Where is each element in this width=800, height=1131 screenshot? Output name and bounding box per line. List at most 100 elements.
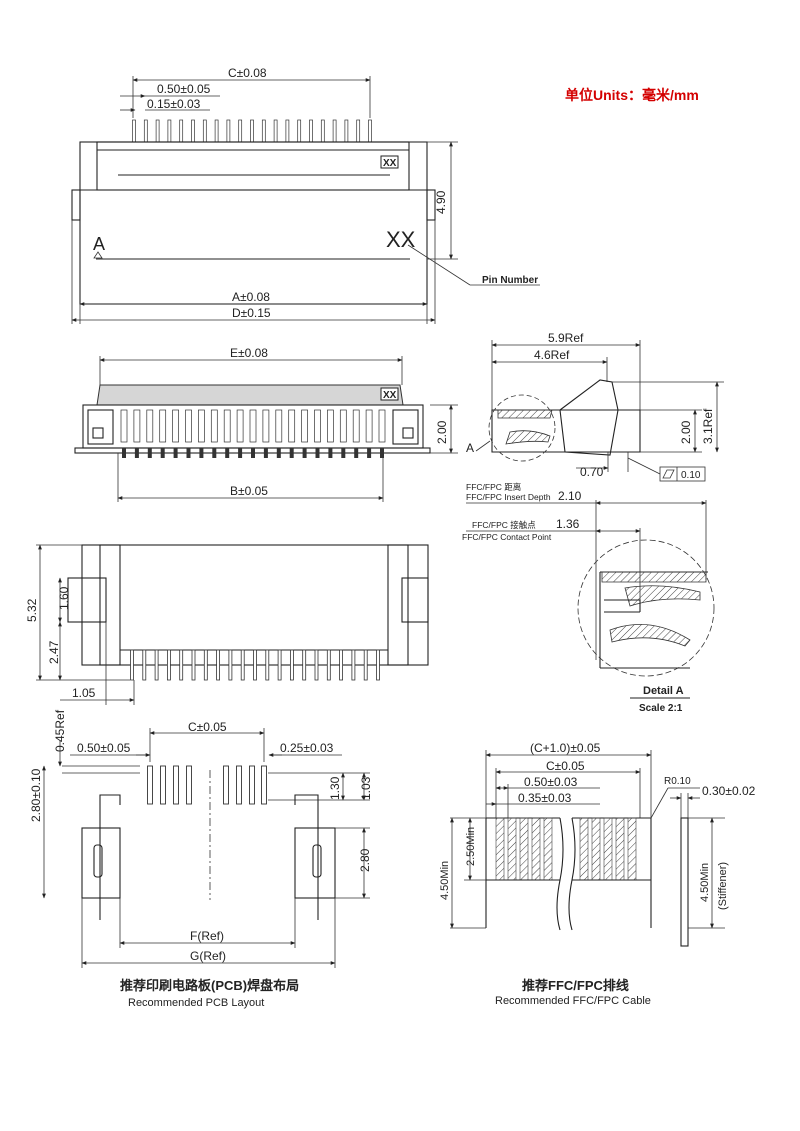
pcb-title-en: Recommended PCB Layout	[128, 997, 264, 1009]
dim-height-label: 4.90	[434, 190, 448, 214]
pcb-pad	[173, 765, 179, 805]
pin	[155, 119, 160, 143]
contact-value: 1.36	[556, 517, 580, 531]
bottom-view: 5.32 1.60 2.47 1.05	[25, 544, 429, 705]
pin	[309, 119, 313, 143]
pcb-slot-left	[93, 844, 103, 878]
solder-tail	[253, 649, 257, 681]
solder-tail	[191, 649, 196, 681]
contact-foot	[367, 448, 372, 458]
front-pins	[120, 409, 386, 458]
dim-1-05-label: 1.05	[72, 686, 96, 700]
solder-tail	[166, 649, 171, 681]
bottom-side-right	[387, 544, 409, 666]
pin	[179, 119, 184, 143]
latch-right-front	[392, 409, 419, 445]
ffc-conductor	[531, 817, 541, 881]
pin-number-label: Pin Number	[482, 275, 538, 286]
flatness-box	[659, 466, 706, 482]
pcb-pads	[147, 765, 267, 805]
flatness-value: 0.10	[681, 470, 701, 481]
dim-3-1-label: 3.1Ref	[701, 408, 715, 444]
contact-slot	[146, 409, 154, 443]
dim-pcb-280-010-label: 2.80±0.10	[29, 768, 43, 822]
contact-foot	[134, 448, 139, 458]
ffc-title-cn: 推荐FFC/FPC排线	[522, 978, 629, 993]
bottom-latch-right	[401, 577, 429, 623]
contact-slot	[314, 409, 321, 443]
pin	[356, 119, 361, 143]
solder-tail	[154, 649, 159, 681]
pin	[344, 119, 349, 143]
pcb-title-cn: 推荐印刷电路板(PCB)焊盘布局	[120, 978, 299, 993]
solder-tail	[216, 649, 221, 681]
contact-foot	[251, 448, 255, 458]
marker-a-top: A	[93, 234, 105, 254]
detail-ffc	[604, 599, 641, 613]
detail-lower-contact	[609, 624, 691, 647]
contact-slot	[352, 409, 360, 443]
contact-slot	[301, 409, 308, 443]
dim-pcb-103-label: 1.03	[359, 776, 373, 800]
pcb-outline-top	[99, 794, 319, 805]
pcb-pad-left	[81, 827, 121, 899]
marker-xx-front: XX	[383, 390, 397, 401]
latch-right	[426, 189, 436, 221]
contact-foot	[354, 448, 359, 458]
ffc-conductor	[543, 817, 553, 881]
solder-tail	[228, 649, 233, 681]
pin1-triangle	[93, 251, 103, 259]
solder-tail	[326, 649, 331, 681]
units-label: 单位Units：毫米/mm	[565, 87, 699, 103]
ffc-conductor	[591, 817, 601, 881]
contact-foot	[225, 448, 230, 458]
contact-foot	[328, 448, 333, 458]
bottom-latch-left	[67, 577, 107, 623]
marker-xx-top: XX	[386, 227, 416, 252]
leader-line	[407, 244, 471, 286]
contact-slot	[365, 409, 373, 443]
detail-hatch-top	[601, 571, 707, 583]
dim-ffc-c-plus-label: (C+1.0)±0.05	[530, 741, 601, 755]
flatness-icon	[662, 469, 675, 479]
pcb-pad	[160, 765, 166, 805]
dim-ffc-250-label: 2.50Min	[465, 827, 477, 866]
top-view: C±0.08 0.50±0.05 0.15±0.03 A XX XX Pin N…	[71, 66, 540, 324]
dim-pcb-pitch-label: 0.50±0.05	[77, 741, 131, 755]
bottom-side-left	[99, 544, 121, 666]
marker-xx-box: XX	[383, 158, 397, 169]
contact-slot	[210, 409, 218, 443]
dim-b-label: B±0.05	[230, 484, 268, 498]
contact-foot	[302, 448, 307, 458]
contact-slot	[339, 409, 347, 443]
pin	[285, 119, 290, 143]
dim-ffc-pitch-label: 0.50±0.03	[524, 775, 578, 789]
solder-tail	[130, 649, 134, 681]
contact-slot	[275, 409, 283, 443]
contact-foot	[341, 448, 346, 458]
ffc-conductor	[519, 817, 529, 881]
contact-foot	[160, 448, 165, 458]
detail-circle	[577, 539, 715, 677]
dim-pcb-g-label: G(Ref)	[190, 949, 226, 963]
leader-line	[475, 440, 491, 452]
pcb-pad	[249, 765, 255, 805]
contact-en: FFC/FPC Contact Point	[462, 532, 552, 542]
ffc-conductor	[495, 817, 505, 881]
actuator-front	[96, 384, 404, 406]
contact-foot	[289, 448, 294, 458]
top-pins	[132, 119, 372, 143]
solder-tail	[142, 649, 147, 681]
leader-line	[650, 787, 669, 819]
detail-upper-contact	[624, 585, 701, 607]
dim-5-9-label: 5.9Ref	[548, 331, 584, 345]
contact-slot	[120, 409, 128, 443]
contact-slot	[378, 409, 386, 443]
connector-body-top	[79, 141, 428, 305]
ffc-title-en: Recommended FFC/FPC Cable	[495, 995, 651, 1007]
ffc-conductors	[495, 817, 637, 881]
ffc-stiffener	[680, 817, 689, 947]
front-view: E±0.08 XX 2.00 B±0.05	[74, 346, 458, 502]
dim-ffc-thick-label: 0.30±0.02	[702, 784, 756, 798]
dim-5-32-label: 5.32	[25, 598, 39, 622]
